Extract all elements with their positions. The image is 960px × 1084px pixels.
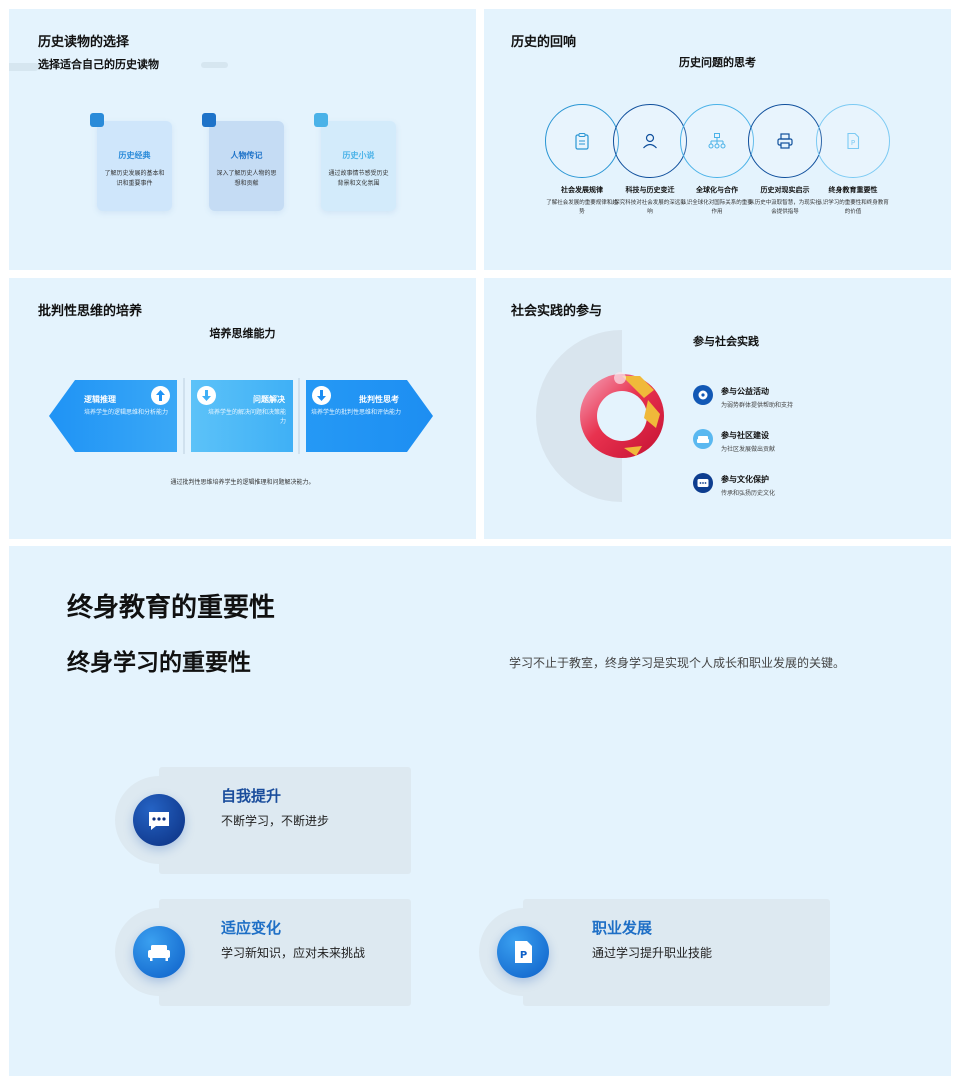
slide-subtitle: 参与社会实践 — [693, 335, 759, 348]
practice-desc: 为社区发展做出贡献 — [721, 446, 776, 453]
topic-title: 历史对现实启示 — [760, 186, 810, 194]
arrow-desc: 培养学生的逻辑思维和分析能力 — [84, 409, 169, 416]
slide-title: 批判性思维的培养 — [38, 304, 143, 319]
topic-title: 科技与历史变迁 — [625, 186, 675, 194]
svg-text:P: P — [520, 950, 527, 961]
chat-icon[interactable] — [693, 473, 713, 493]
topic-title: 终身教育重要性 — [828, 186, 878, 194]
slide-lifelong-education: 终身教育的重要性 终身学习的重要性 学习不止于教室，终身学习是实现个人成长和职业… — [9, 546, 951, 1076]
benefit-desc: 学习新知识，应对未来挑战 — [221, 946, 366, 960]
card-title: 人物传记 — [230, 151, 263, 160]
arrow-up-icon[interactable] — [151, 386, 170, 405]
card-desc: 深入了解历史人物的思想和贡献 — [216, 170, 277, 187]
card-desc: 通过故事情节感受历史背景和文化氛围 — [328, 170, 389, 187]
arrow-down-icon[interactable] — [197, 386, 216, 405]
book-card-classics[interactable]: 历史经典 了解历史发展的基本和识和重要事件 — [90, 113, 172, 211]
slide-footer: 通过批判性思维培养学生的逻辑推理和问题解决能力。 — [170, 479, 315, 486]
topic-desc: 了解社会发展的重要规律和趋势 — [546, 200, 618, 215]
card-desc: 了解历史发展的基本和识和重要事件 — [104, 170, 165, 187]
topic-circle-social[interactable] — [545, 104, 619, 178]
card-title: 历史小说 — [342, 151, 375, 160]
topic-desc: 认识全球化对国际关系的重要作用 — [681, 200, 753, 215]
topic-title: 社会发展规律 — [561, 186, 603, 194]
benefit-title: 自我提升 — [221, 787, 282, 805]
practice-title: 参与公益活动 — [721, 387, 769, 396]
book-card-biography[interactable]: 人物传记 深入了解历史人物的思想和贡献 — [202, 113, 284, 211]
slide-title: 历史读物的选择 — [38, 35, 130, 50]
arrow-down-icon[interactable] — [312, 386, 331, 405]
topic-circle-global[interactable] — [680, 104, 754, 178]
half-disc-backdrop — [536, 330, 622, 502]
book-shape — [622, 376, 654, 398]
slide-title: 社会实践的参与 — [511, 304, 603, 319]
benefit-title: 适应变化 — [221, 919, 282, 937]
benefit-card-career[interactable] — [523, 899, 830, 1006]
topic-circle-lesson[interactable] — [748, 104, 822, 178]
slide-title: 历史的回响 — [511, 35, 577, 50]
practice-title: 参与文化保护 — [721, 475, 769, 484]
highlight — [614, 372, 626, 384]
donut-illustration — [536, 330, 664, 502]
decor-bar — [201, 62, 228, 68]
card-marker — [202, 113, 216, 127]
slide-social-practice: 社会实践的参与 参与社会实践 参与公益活动 为弱势群体提供帮助和支持 参与社区建… — [484, 278, 951, 539]
arrow-title: 逻辑推理 — [84, 395, 116, 404]
clipboard-icon — [575, 133, 589, 150]
svg-text:P: P — [851, 139, 855, 147]
arrow-desc: 培养学生的解决问题和决策能力 — [207, 409, 286, 425]
slide-critical-thinking: 批判性思维的培养 培养思维能力 逻辑推理 培养学生的逻辑思维和分析能力 问题解决… — [9, 278, 476, 539]
slide-title: 终身教育的重要性 — [67, 593, 276, 623]
lead-text: 学习不止于教室，终身学习是实现个人成长和职业发展的关键。 — [509, 656, 846, 670]
slide-subtitle: 历史问题的思考 — [679, 56, 756, 69]
book-shape — [644, 400, 660, 428]
book-shape — [624, 446, 642, 456]
arrow-shape-logic — [49, 380, 177, 452]
arrow-desc: 培养学生的批判性思维和评估能力 — [310, 409, 401, 416]
arrow-title: 批判性思考 — [359, 395, 399, 404]
arrow-shape-critical — [306, 380, 433, 452]
practice-desc: 为弱势群体提供帮助和支持 — [721, 402, 794, 409]
benefit-title: 职业发展 — [592, 919, 653, 937]
book-card-novel[interactable]: 历史小说 通过故事情节感受历史背景和文化氛围 — [314, 113, 396, 211]
arrow-title: 问题解决 — [253, 395, 285, 404]
sofa-icon — [133, 926, 185, 978]
topic-desc: 从历史中汲取智慧，为现实社会提供指导 — [749, 200, 821, 215]
slide-subtitle: 选择适合自己的历史读物 — [38, 58, 159, 71]
cd-icon[interactable] — [693, 385, 713, 405]
slide-subtitle: 培养思维能力 — [209, 327, 276, 340]
sofa-icon[interactable] — [693, 429, 713, 449]
printer-icon — [777, 133, 793, 149]
slide-subtitle: 终身学习的重要性 — [67, 650, 251, 676]
donut-hole — [597, 391, 647, 441]
topic-desc: 认识学习的重要性和终身教育的价值 — [817, 200, 889, 215]
decor-bar — [9, 63, 39, 71]
card-marker — [314, 113, 328, 127]
slide-history-echo: 历史的回响 历史问题的思考 P 社会发展规律 科技与历史变迁 全球化与合作 历史… — [484, 9, 951, 270]
chat-icon — [133, 794, 185, 846]
benefit-desc: 不断学习，不断进步 — [221, 814, 330, 828]
card-marker — [90, 113, 104, 127]
card-title: 历史经典 — [118, 151, 151, 160]
user-icon — [643, 133, 657, 149]
topic-desc: 探究科技对社会发展的深远影响 — [614, 200, 686, 215]
practice-title: 参与社区建设 — [721, 431, 769, 440]
file-p-icon: P — [497, 926, 549, 978]
topic-circle-tech[interactable] — [613, 104, 687, 178]
practice-desc: 传承和弘扬历史文化 — [721, 490, 776, 497]
topic-circle-lifelong[interactable]: P — [816, 104, 890, 178]
file-p-icon: P — [847, 132, 860, 150]
sitemap-icon — [708, 133, 726, 149]
slide-reading-choice: 历史读物的选择 选择适合自己的历史读物 历史经典 了解历史发展的基本和识和重要事… — [9, 9, 476, 270]
benefit-desc: 通过学习提升职业技能 — [592, 946, 713, 960]
topic-title: 全球化与合作 — [696, 186, 738, 194]
